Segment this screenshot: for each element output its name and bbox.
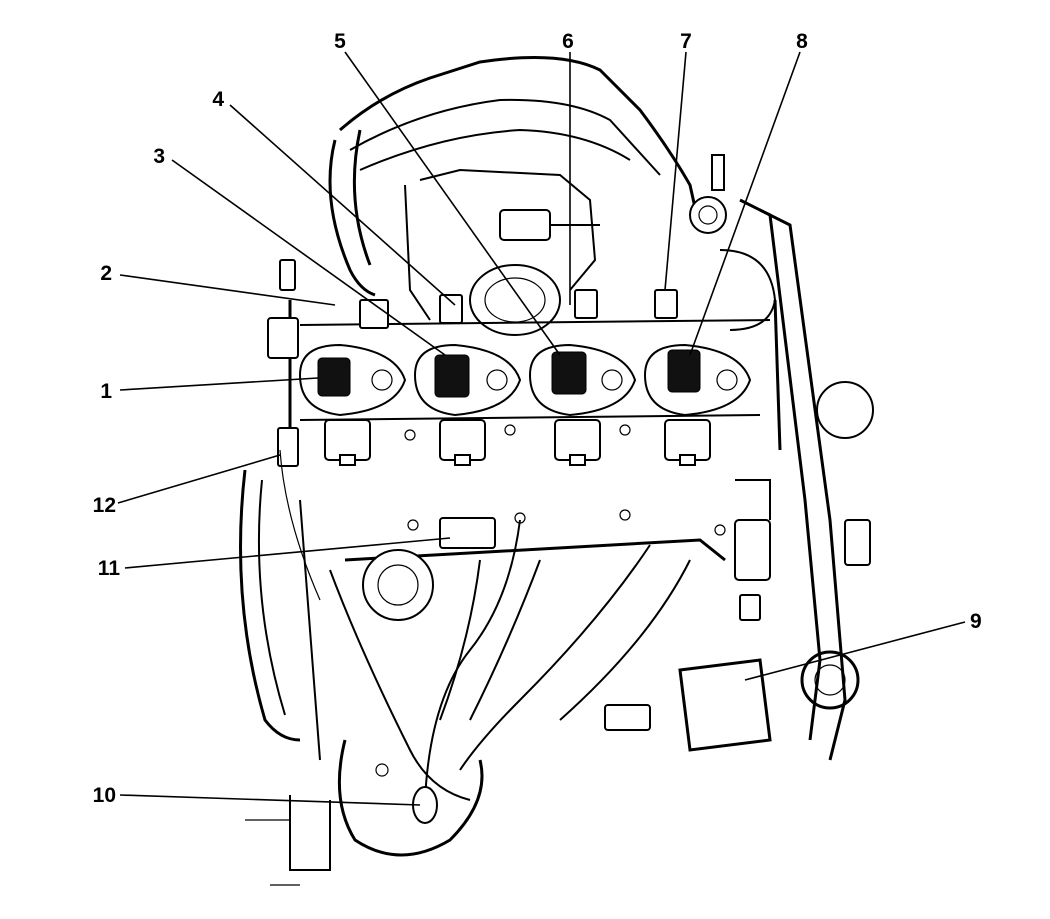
ignition-coil-3 [528,343,637,466]
callout-9: 9 [970,610,982,633]
leader-line-11 [124,537,451,569]
ignition-coil-1 [298,343,407,466]
callout-6: 6 [562,30,574,53]
callout-labels: 1 2 3 4 5 6 7 8 9 10 11 12 [93,30,982,807]
callout-5: 5 [334,30,346,53]
callout-10: 10 [93,784,116,807]
leader-line-2 [119,274,336,306]
leader-line-1 [119,377,319,391]
callout-11: 11 [98,557,121,580]
callout-7: 7 [680,30,692,53]
callout-12: 12 [93,494,116,517]
ignition-coil-2 [413,343,522,466]
callout-8: 8 [796,30,808,53]
leader-line-8 [689,51,801,356]
leader-line-12 [117,454,281,504]
callout-3: 3 [153,145,165,168]
leader-line-10 [119,794,421,806]
callout-4: 4 [212,88,224,111]
callout-2: 2 [100,262,112,285]
leader-lines [117,51,966,806]
leader-line-9 [744,621,966,681]
callout-1: 1 [100,380,112,403]
leader-line-3 [171,159,446,356]
engine-drawing [239,56,874,886]
leader-line-7 [664,51,687,291]
leader-line-4 [229,104,456,306]
ignition-coil-4 [643,343,752,466]
leader-line-5 [344,51,561,356]
